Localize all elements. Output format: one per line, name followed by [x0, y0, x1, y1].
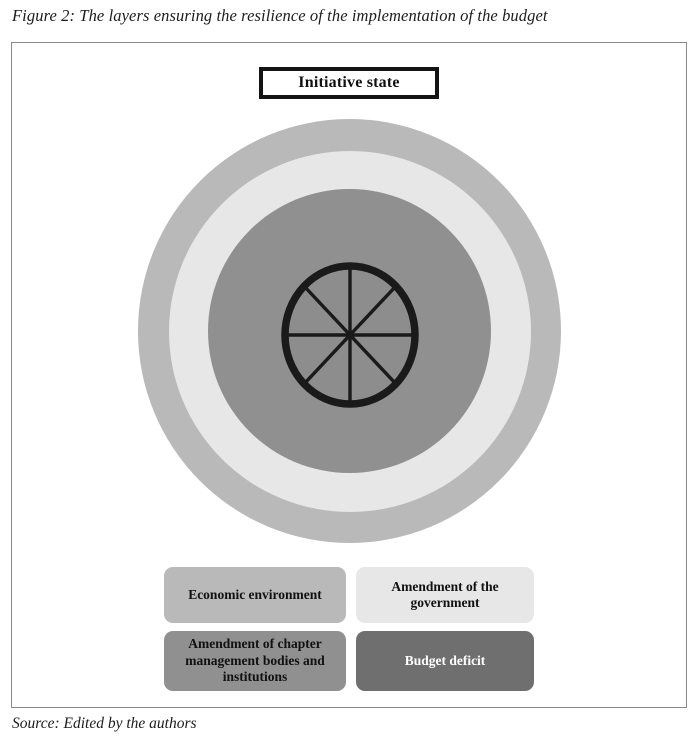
initiative-state-label: Initiative state [298, 74, 400, 91]
figure-caption: Figure 2: The layers ensuring the resili… [12, 6, 548, 25]
concentric-rings-diagram [12, 43, 688, 709]
legend-item-amendment-of-chapter-management-bodies: Amendment of chapter management bodies a… [164, 631, 346, 691]
source-note: Source: Edited by the authors [12, 715, 197, 732]
wheel-rim [281, 262, 419, 408]
legend-item-budget-deficit: Budget deficit [356, 631, 534, 691]
wheel-spokes [285, 266, 415, 404]
legend-item-economic-environment: Economic environment [164, 567, 346, 623]
legend-label: Amendment of chapter management bodies a… [185, 636, 325, 685]
wheel-svg [281, 262, 419, 408]
legend-label: Budget deficit [404, 652, 486, 668]
initiative-state-box: Initiative state [259, 67, 439, 99]
budget-deficit-wheel-icon [278, 259, 422, 411]
legend-label: Amendment of the government [391, 578, 499, 610]
legend-label: Economic environment [188, 586, 322, 602]
legend: Economic environment Amendment of the go… [164, 567, 534, 691]
legend-item-amendment-of-the-government: Amendment of the government [356, 567, 534, 623]
figure-frame: Initiative state [11, 42, 687, 708]
